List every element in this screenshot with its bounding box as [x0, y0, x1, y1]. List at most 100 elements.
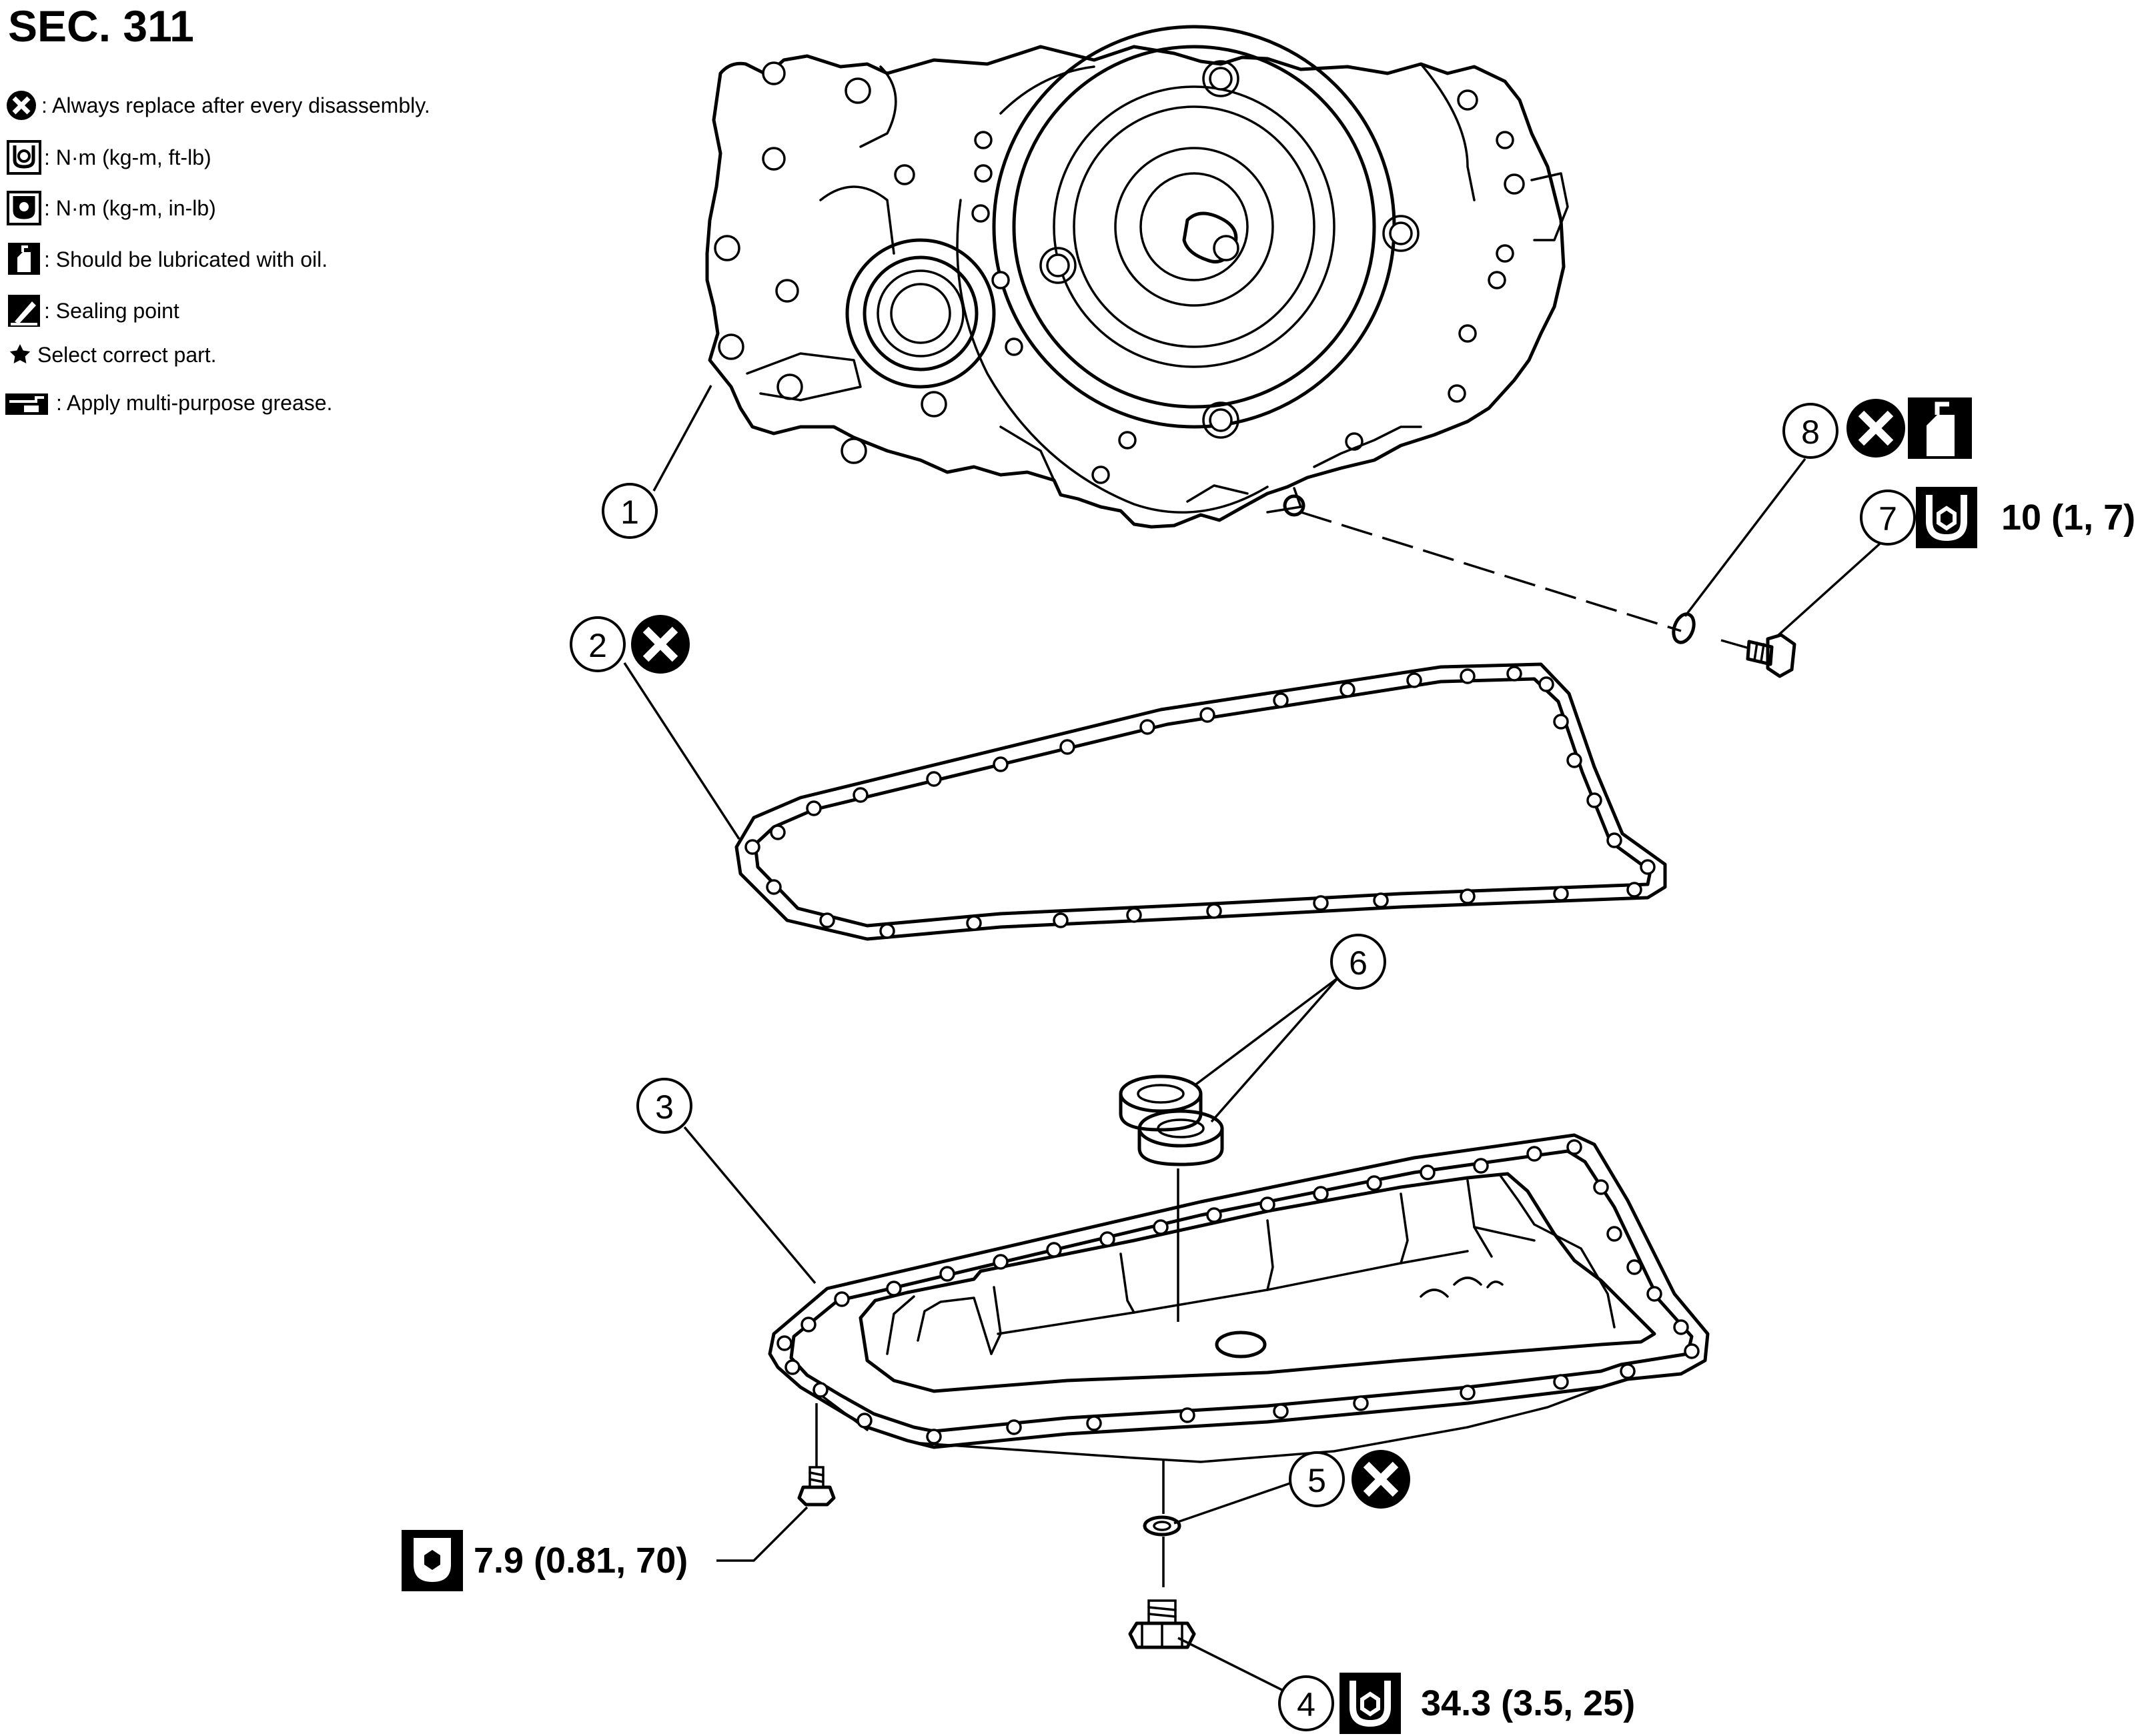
legend-grease-text: : Apply multi-purpose grease.: [56, 391, 332, 415]
svg-text:1: 1: [620, 494, 639, 531]
gasket-hole: [1199, 707, 1215, 723]
gasket-hole: [1606, 832, 1622, 848]
pan-hole: [776, 1335, 792, 1351]
assembly-axis-line: [1300, 511, 1682, 632]
drain-plug-washer: [1143, 1461, 1181, 1587]
gasket-hole: [1538, 676, 1554, 692]
pan-hole: [1626, 1259, 1642, 1275]
gasket-hole: [1273, 692, 1289, 708]
pan-hole: [1206, 1207, 1222, 1223]
torque-ftlb-icon: [1916, 487, 1977, 548]
gasket-hole: [770, 824, 786, 840]
transaxle-case: [705, 25, 1569, 529]
gasket-hole: [1206, 903, 1222, 919]
pan-hole: [834, 1291, 850, 1307]
magnet-upper: [1119, 1074, 1203, 1132]
gasket-hole: [766, 879, 782, 895]
pan-hole: [1620, 1363, 1636, 1379]
gasket-hole: [1059, 739, 1075, 755]
torque-inlb-icon: [7, 191, 41, 225]
pan-hole: [1046, 1242, 1062, 1258]
callout-2: 2: [570, 616, 626, 672]
pan-hole: [1646, 1286, 1662, 1302]
gasket-hole: [879, 923, 895, 939]
svg-text:8: 8: [1801, 413, 1820, 451]
legend-sealing-text: : Sealing point: [44, 299, 179, 323]
oil-pan: [768, 1133, 1710, 1463]
oil-pan-bolt: [797, 1403, 836, 1507]
pan-hole: [857, 1413, 873, 1429]
pan-hole: [993, 1254, 1009, 1270]
replace-icon: [1352, 1450, 1410, 1509]
torque-inlb-icon: [402, 1530, 463, 1591]
gasket-bolt-holes: [744, 666, 1656, 939]
svg-text:6: 6: [1349, 944, 1368, 982]
torque-spec-drain-plug: 34.3 (3.5, 25): [1421, 1683, 1635, 1723]
drain-plug: [1128, 1599, 1196, 1649]
gasket-hole: [1460, 668, 1476, 684]
gasket-hole: [1586, 792, 1602, 808]
torque-spec-pan-bolt: 7.9 (0.81, 70): [474, 1541, 688, 1581]
torque-ftlb-icon: [1340, 1673, 1401, 1734]
pan-hole: [784, 1359, 800, 1375]
oil-icon: [1908, 397, 1972, 459]
pan-hole: [1179, 1407, 1195, 1423]
gasket-hole: [819, 912, 835, 928]
pan-hole: [1473, 1158, 1489, 1174]
gasket-hole: [853, 787, 869, 803]
legend: : Always replace after every disassembly…: [5, 91, 430, 415]
pan-hole: [1273, 1403, 1289, 1419]
pan-hole: [1099, 1231, 1115, 1247]
oil-pan-bolt-holes: [776, 1139, 1700, 1445]
callout-7: 7: [1860, 490, 1916, 546]
pan-hole: [813, 1382, 829, 1398]
pan-hole: [1684, 1343, 1700, 1359]
gasket-hole: [1506, 666, 1522, 682]
callout-4: 4: [1278, 1675, 1334, 1731]
svg-text:3: 3: [655, 1088, 674, 1126]
legend-replace-text: : Always replace after every disassembly…: [41, 93, 430, 117]
svg-text:2: 2: [588, 627, 607, 664]
oil-icon: [8, 243, 40, 275]
star-icon: [9, 344, 31, 363]
pan-hole: [1366, 1175, 1382, 1191]
pan-hole: [926, 1429, 942, 1445]
gasket-hole: [1460, 888, 1476, 904]
legend-ftlb-text: : N·m (kg-m, ft-lb): [44, 145, 211, 169]
torque-ftlb-icon: [7, 140, 41, 175]
pan-hole: [1673, 1319, 1689, 1335]
pan-hole: [1086, 1415, 1102, 1431]
gasket-hole: [744, 839, 760, 855]
pan-hole: [800, 1317, 817, 1333]
magnet-lower: [1137, 1109, 1224, 1166]
pan-hole: [1353, 1395, 1369, 1411]
replace-icon: [631, 615, 690, 674]
gasket-hole: [1126, 907, 1142, 923]
callout-3: 3: [636, 1078, 692, 1134]
fill-plug-washer: [1672, 612, 1696, 644]
pan-hole: [1553, 1374, 1569, 1390]
pan-hole: [1566, 1139, 1582, 1155]
grease-icon: [5, 393, 48, 415]
gasket-hole: [993, 756, 1009, 772]
fill-plug: [1720, 633, 1796, 678]
gasket-hole: [1340, 682, 1356, 698]
gasket-hole: [1373, 892, 1389, 908]
leader-lines: [623, 385, 1887, 1701]
legend-inlb-text: : N·m (kg-m, in-lb): [44, 196, 216, 220]
pan-hole: [1460, 1385, 1476, 1401]
gasket-hole: [1313, 895, 1329, 911]
oil-pan-magnets: [1119, 1074, 1224, 1166]
gasket-hole: [1553, 886, 1569, 902]
pan-hole: [1006, 1419, 1022, 1435]
callout-1: 1: [602, 483, 658, 539]
pan-hole: [1526, 1146, 1542, 1162]
replace-icon: [7, 91, 36, 120]
svg-text:7: 7: [1879, 500, 1897, 538]
svg-text:5: 5: [1307, 1462, 1326, 1499]
section-title: SEC. 311: [8, 1, 194, 51]
gasket-hole: [926, 771, 942, 787]
gasket-hole: [1640, 859, 1656, 875]
pan-hole: [1606, 1226, 1622, 1242]
